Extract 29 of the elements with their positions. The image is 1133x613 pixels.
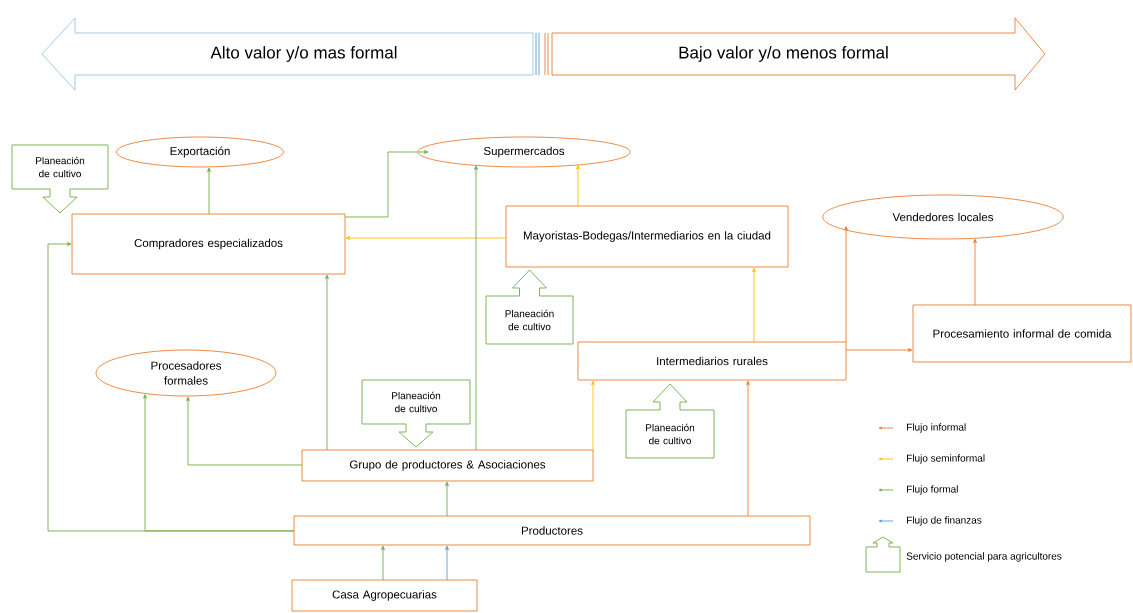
arrow <box>445 545 449 581</box>
arrow <box>345 236 507 240</box>
legend-label: Flujo de finanzas <box>907 516 982 526</box>
arrow <box>576 165 580 207</box>
arrow <box>845 348 913 352</box>
arrow <box>186 396 303 466</box>
process-box: Intermediarios rurales <box>577 341 847 381</box>
legend-label: Flujo seminformal <box>907 454 985 464</box>
process-box: Compradores especializados <box>71 213 346 275</box>
arrow <box>746 380 750 517</box>
arrow <box>143 394 295 532</box>
process-box: Casa Agropecuarias <box>291 579 478 612</box>
arrow <box>445 481 449 517</box>
legend-label: Flujo formal <box>907 485 958 495</box>
process-box: Procesamiento informal de comida <box>912 304 1132 363</box>
legend-label: Servicio potencial para agricultores <box>906 552 1062 562</box>
arrow <box>752 267 756 343</box>
arrow <box>591 380 595 451</box>
process-box: Grupo de productores & Asociaciones <box>301 449 594 482</box>
arrow <box>844 226 848 343</box>
arrow <box>474 165 478 451</box>
process-box: Mayoristas-Bodegas/Intermediarios en la ciudad <box>505 205 789 268</box>
arrow <box>344 150 429 218</box>
arrow <box>381 545 385 581</box>
arrow <box>325 274 329 451</box>
process-box: Productores <box>293 515 811 546</box>
arrow <box>973 238 977 306</box>
arrow <box>207 167 211 215</box>
legend-label: Flujo informal <box>907 423 966 433</box>
